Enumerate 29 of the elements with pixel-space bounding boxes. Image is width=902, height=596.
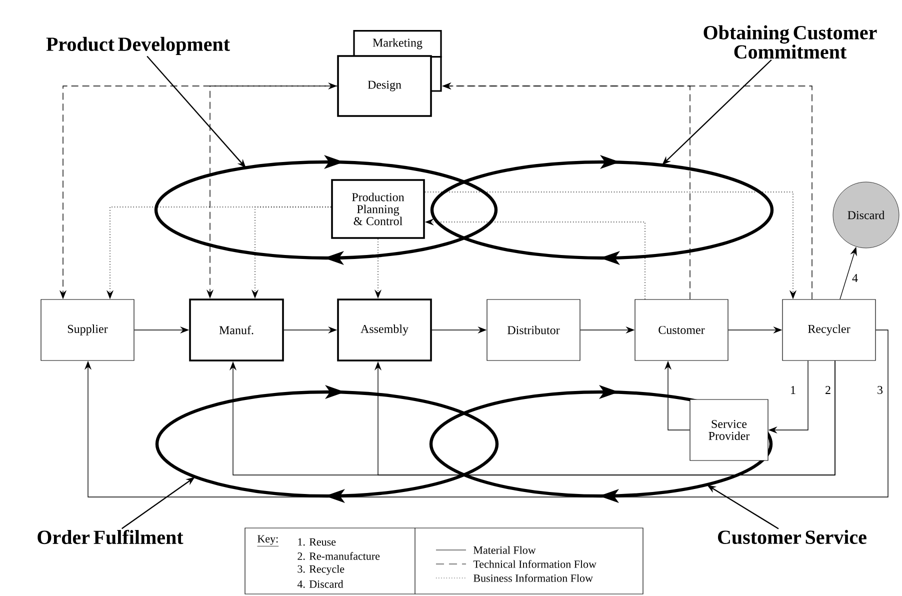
heading-text: Obtaining Customer Commitment [704,25,877,59]
process-box: Manuf. [189,298,284,362]
heading-text: Product Development [46,36,230,56]
process-box: Customer [634,299,728,361]
legend-text: Business Information Flow [474,574,593,582]
process-box: Recycler [782,299,876,361]
arrow [84,330,888,498]
discard-blob: Discard [832,182,900,248]
key-heading: Key: [257,535,279,546]
arrow [374,360,836,476]
process-box: Production Planning & Control [331,179,425,239]
edge-label: 2 [824,385,832,395]
heading-text: Customer Service [718,530,866,544]
legend-text: Material Flow [474,546,536,554]
legend-text: Technical Information Flow [473,560,596,568]
heading-text: Order Fulfilment [38,530,184,544]
key-item: 3. Recycle [298,565,344,575]
process-box: Marketing [353,30,442,58]
process-box: Assembly [337,298,432,362]
process-box: Supplier [40,299,134,361]
key-item: 4. Discard [297,580,344,588]
key-item: 2. Re-manufacture [298,552,380,560]
edge-label: 4 [851,273,859,283]
process-box: Distributor [486,299,580,361]
process-box: Design [337,55,442,117]
edge-label: 3 [876,384,884,396]
key-item: 1. Reuse [298,538,336,546]
edge-label: 1 [789,385,797,395]
process-box: Service Provider [690,399,768,461]
